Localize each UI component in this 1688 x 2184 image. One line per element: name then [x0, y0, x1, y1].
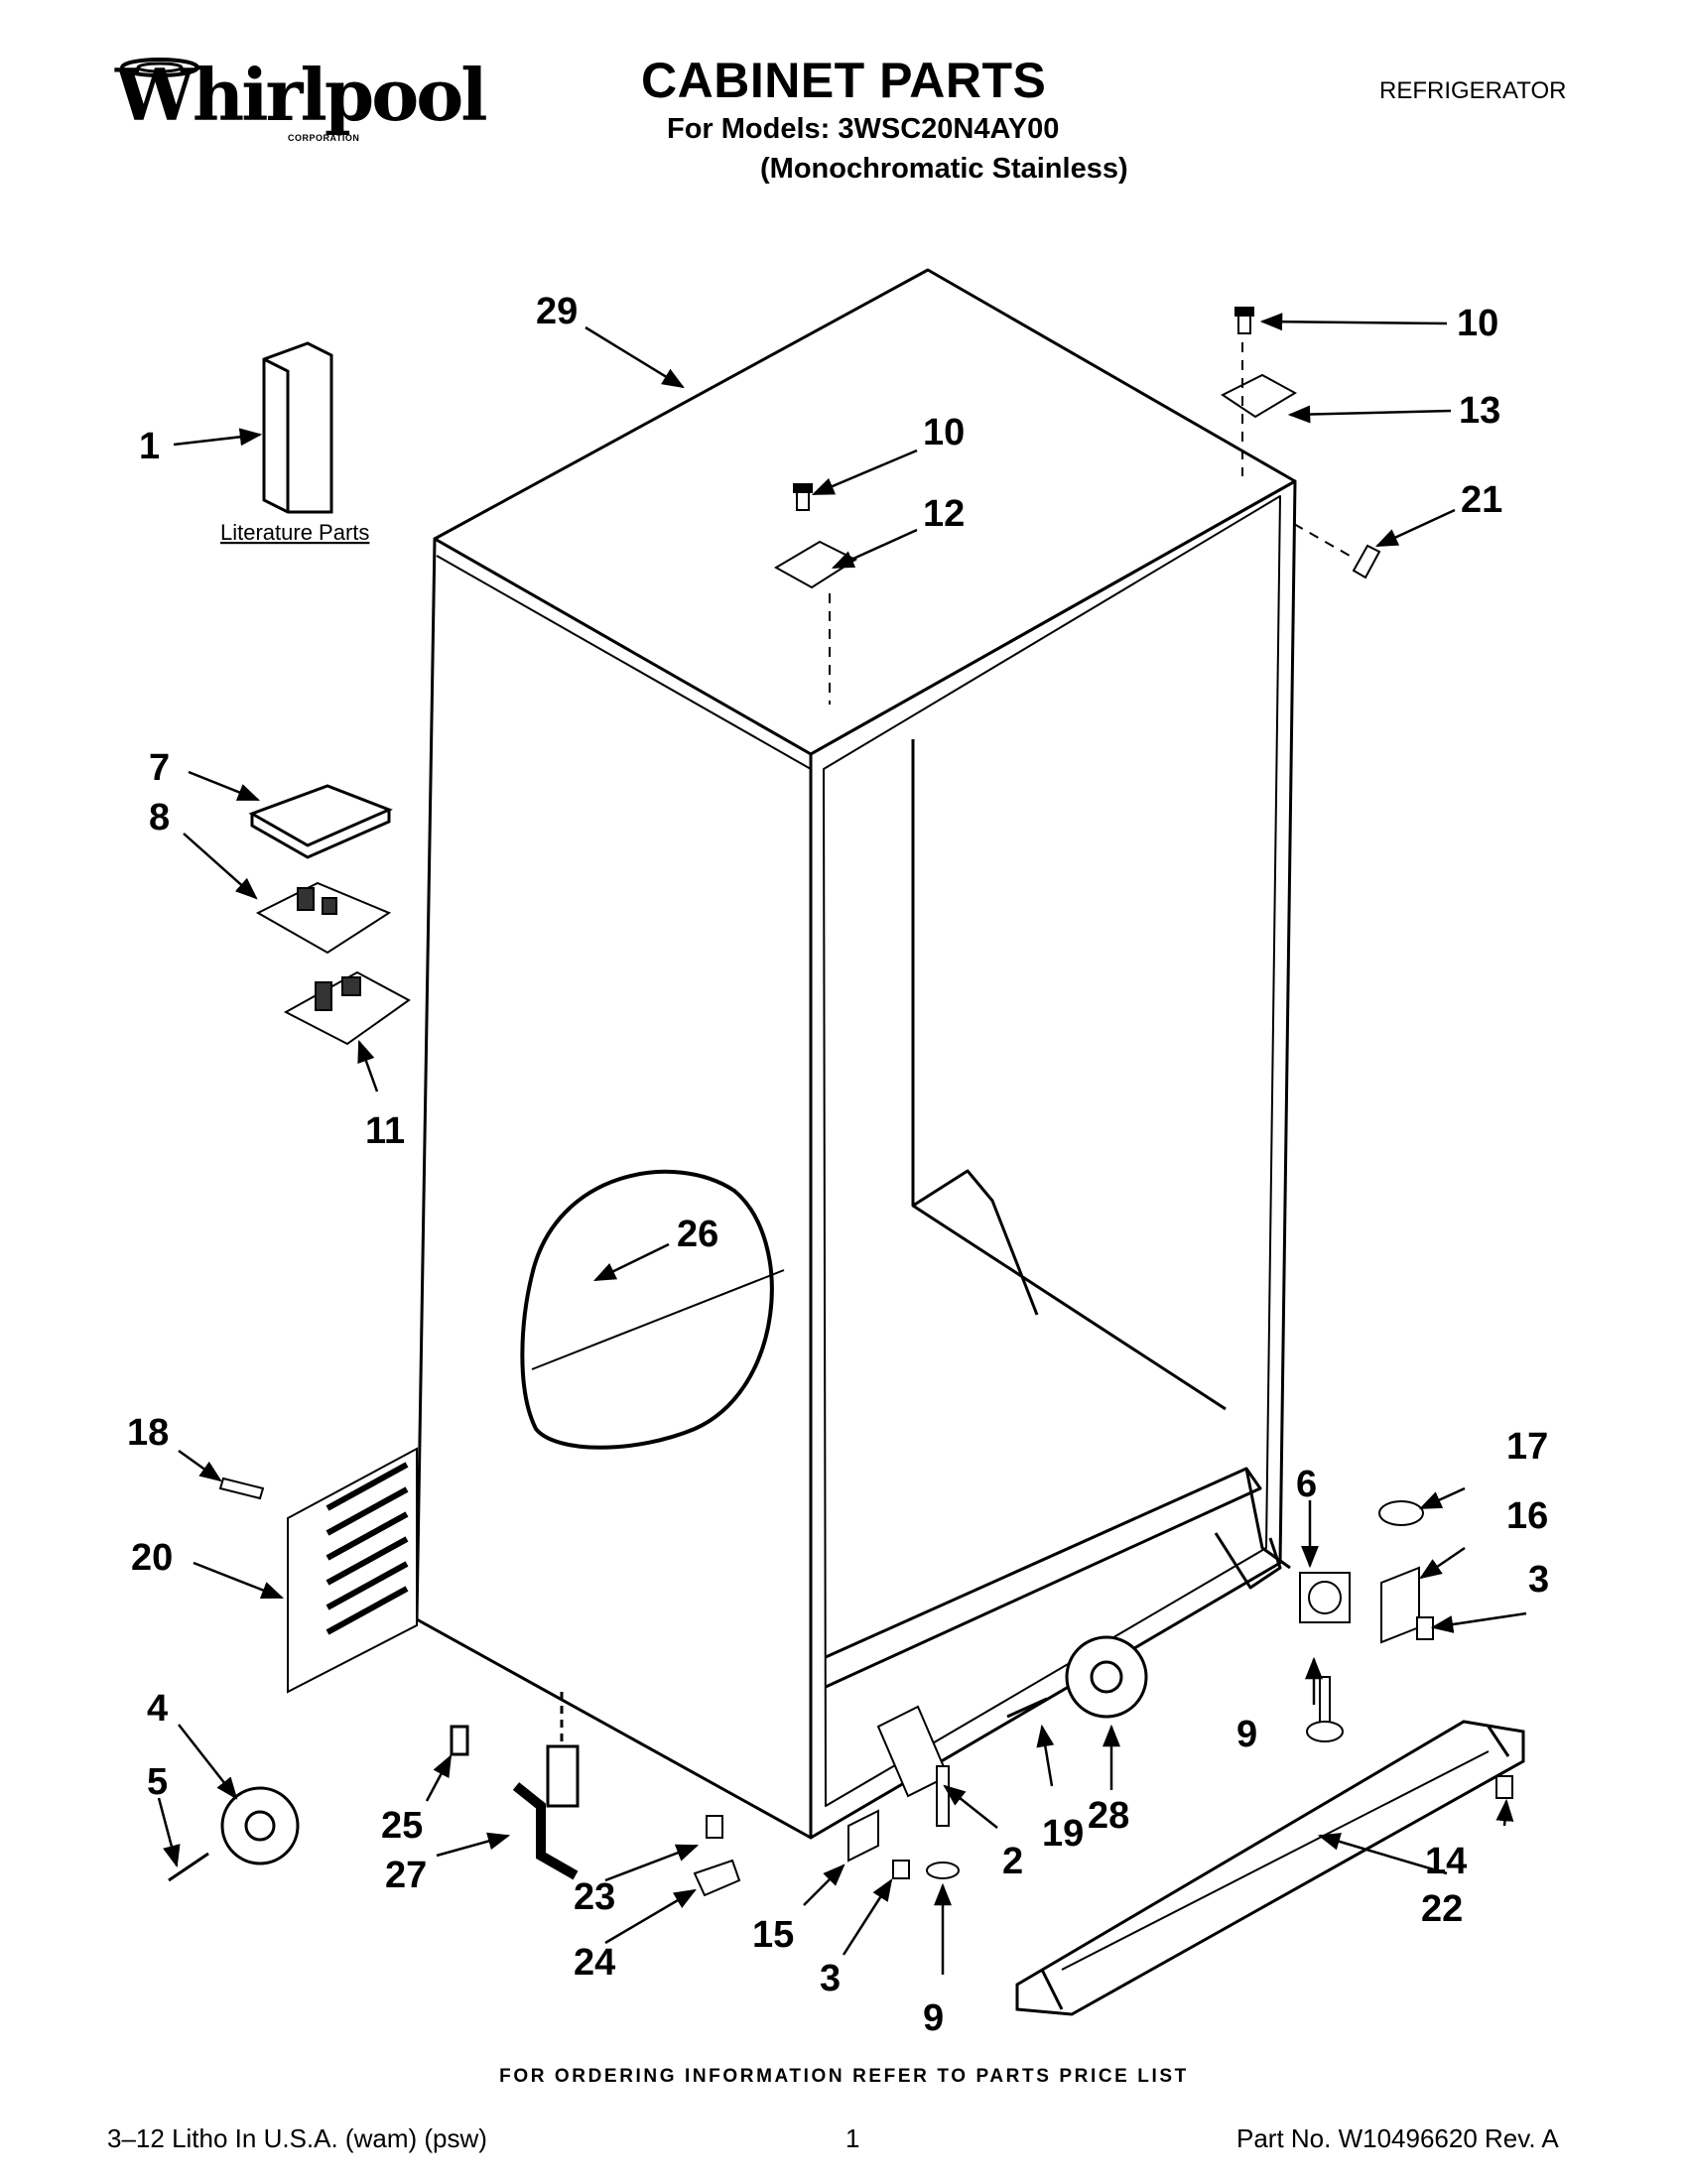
models-line: For Models: 3WSC20N4AY00	[667, 113, 1060, 145]
whirlpool-logo-swoosh-icon	[120, 58, 199, 77]
bracket-screw-10	[793, 307, 1254, 511]
variant-line: (Monochromatic Stainless)	[760, 153, 1128, 185]
callout-6: 6	[1296, 1464, 1317, 1505]
control-cover	[248, 784, 393, 859]
door-stop-21	[1293, 523, 1381, 579]
rear-grille	[287, 1447, 418, 1694]
callout-21: 21	[1461, 479, 1502, 521]
literature-parts	[262, 341, 333, 514]
callout-1: 1	[139, 426, 160, 467]
callout-22: 22	[1421, 1888, 1463, 1930]
callout-20: 20	[131, 1537, 173, 1579]
callout-2: 2	[1002, 1841, 1023, 1882]
roller-wheels	[220, 1635, 1148, 1865]
callout-16: 16	[1506, 1495, 1548, 1537]
control-board	[255, 881, 392, 955]
callout-29: 29	[536, 291, 578, 332]
callout-12: 12	[923, 493, 965, 535]
callout-18: 18	[127, 1412, 169, 1454]
callout-25: 25	[381, 1805, 423, 1847]
callout-23: 23	[574, 1876, 615, 1918]
callout-13: 13	[1459, 390, 1500, 432]
bottom-trim-grille	[1015, 1720, 1525, 2016]
brand-subtitle: CORPORATION	[288, 133, 360, 143]
callout-8: 8	[149, 797, 170, 838]
cabinet-cutaway	[520, 1169, 785, 1450]
small-parts-bottom	[693, 1500, 1513, 1897]
callout-28: 28	[1088, 1795, 1129, 1837]
literature-parts-label: Literature Parts	[220, 520, 369, 545]
callout-9: 9	[923, 1997, 944, 2039]
callout-15: 15	[752, 1914, 794, 1956]
part-number: Part No. W10496620 Rev. A	[1236, 2123, 1559, 2153]
callout-24: 24	[574, 1942, 615, 1984]
callout-arrows	[157, 313, 1527, 1975]
water-valve-assembly	[450, 1692, 580, 1880]
callout-11: 11	[365, 1110, 405, 1152]
page-title: CABINET PARTS	[641, 53, 1047, 108]
power-board	[283, 970, 411, 1046]
callout-7: 7	[149, 747, 170, 789]
callout-26: 26	[677, 1214, 718, 1255]
callout-3: 3	[820, 1958, 841, 1999]
callout-10: 10	[923, 412, 965, 453]
callout-27: 27	[385, 1855, 427, 1896]
callout-19: 19	[1042, 1813, 1084, 1855]
brand-logo: Whirlpool	[115, 53, 488, 137]
category-label: REFRIGERATOR	[1379, 77, 1567, 104]
callout-9: 9	[1236, 1714, 1257, 1755]
cabinet-shell	[415, 268, 1297, 1840]
litho-code: 3–12 Litho In U.S.A. (wam) (psw)	[107, 2123, 487, 2153]
page-number: 1	[845, 2123, 860, 2153]
callout-4: 4	[147, 1688, 168, 1730]
callout-10: 10	[1457, 303, 1498, 344]
axle-pins	[168, 1697, 1048, 1882]
callout-14: 14	[1425, 1841, 1467, 1882]
callout-3: 3	[1528, 1559, 1549, 1601]
callout-5: 5	[147, 1761, 168, 1803]
screw-18	[218, 1477, 265, 1500]
callout-17: 17	[1506, 1426, 1548, 1468]
ordering-note: FOR ORDERING INFORMATION REFER TO PARTS …	[499, 2066, 1189, 2087]
